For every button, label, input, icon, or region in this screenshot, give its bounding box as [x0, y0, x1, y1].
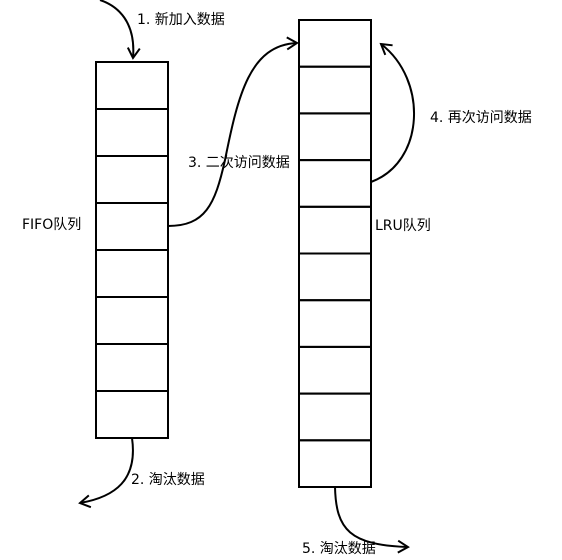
fifo-queue-cell — [95, 249, 169, 298]
step2-evict-label: 2. 淘汰数据 — [131, 472, 205, 488]
new-data-arrow — [99, 0, 141, 60]
fifo-queue-cell — [95, 202, 169, 251]
fifo-queue-cell — [95, 296, 169, 345]
lru-queue-cell — [298, 65, 372, 115]
lru-queue-cell — [298, 299, 372, 348]
fifo-queue-cell — [95, 390, 169, 439]
lru-queue-cell — [298, 159, 372, 208]
step4-reaccess-label: 4. 再次访问数据 — [430, 110, 532, 126]
step1-new-data-label: 1. 新加入数据 — [137, 12, 225, 28]
fifo-queue-label: FIFO队列 — [22, 217, 82, 233]
fifo-queue-cell — [95, 343, 169, 392]
second-access-arrow — [167, 36, 299, 227]
reaccess-arrow — [370, 42, 416, 183]
lru-queue-label: LRU队列 — [375, 218, 431, 234]
lru-evict-arrow — [334, 486, 410, 554]
lru-queue-cell — [298, 19, 372, 68]
lru-queue — [298, 19, 372, 488]
lru-queue-cell — [298, 205, 372, 255]
step5-evict-label: 5. 淘汰数据 — [302, 541, 376, 557]
fifo-evict-arrow — [78, 437, 134, 509]
fifo-queue-cell — [95, 61, 169, 110]
lru-queue-cell — [298, 252, 372, 302]
lru-queue-cell — [298, 112, 372, 162]
lru-queue-cell — [298, 439, 372, 488]
lru-queue-cell — [298, 392, 372, 442]
lru-queue-cell — [298, 345, 372, 395]
fifo-queue — [95, 61, 169, 439]
fifo-queue-cell — [95, 108, 169, 157]
step3-second-access-label: 3. 二次访问数据 — [188, 155, 290, 171]
fifo-queue-cell — [95, 155, 169, 204]
